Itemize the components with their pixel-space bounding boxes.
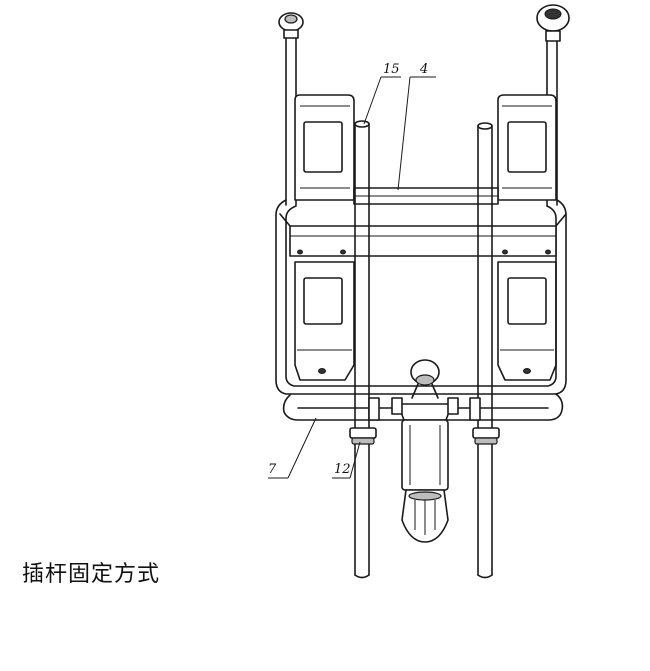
pedal-bottom-right	[497, 261, 557, 381]
insert-rod-left	[354, 120, 370, 579]
upper-crossbar	[353, 187, 499, 205]
callout-12: 12	[332, 441, 361, 479]
clamp-left	[349, 397, 380, 445]
label-15: 15	[383, 62, 400, 77]
insert-rod-right	[477, 122, 493, 579]
left-top-knob	[278, 12, 304, 39]
callout-15: 15	[363, 62, 401, 125]
label-12: 12	[334, 462, 351, 477]
outer-frame	[275, 199, 567, 395]
pedal-top-right	[497, 94, 557, 201]
main-cross-plate	[279, 213, 567, 257]
figure-caption: 插杆固定方式	[22, 562, 161, 587]
center-hanging-unit	[391, 359, 459, 543]
clamp-right	[469, 397, 500, 445]
label-7: 7	[268, 462, 277, 477]
pedal-top-left	[294, 94, 355, 201]
right-top-knob	[536, 4, 570, 42]
callout-4: 4	[397, 62, 436, 191]
label-4: 4	[419, 62, 428, 77]
pedal-bottom-left	[294, 261, 355, 381]
callout-7: 7	[268, 417, 317, 479]
